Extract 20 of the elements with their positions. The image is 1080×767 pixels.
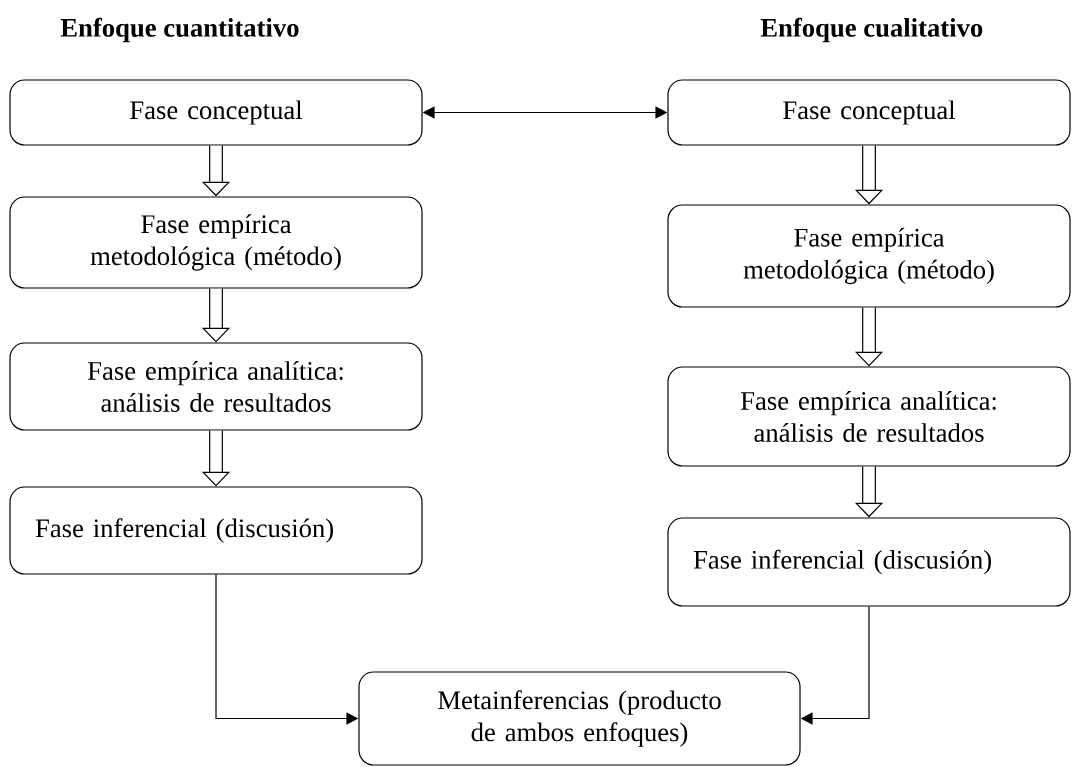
box-text: Fase inferencial (discusión) — [35, 518, 333, 543]
box-text: Fase empírica analítica: análisis de resultados — [740, 391, 996, 442]
process-box — [667, 366, 1071, 467]
column-heading: Enfoque cualitativo — [760, 17, 983, 43]
box-text: Fase empírica metodológica (método) — [90, 214, 341, 271]
box-text: Fase empírica metodológica (método) — [743, 227, 994, 285]
column-heading: Enfoque cuantitativo — [60, 17, 299, 43]
box-text: Metainferencias (producto de ambos enfoques) — [438, 690, 721, 747]
process-box — [667, 517, 1071, 607]
box-text: Fase empírica analítica: análisis de resultados — [87, 361, 343, 412]
box-text: Fase inferencial (discusión) — [693, 549, 991, 575]
process-box — [358, 671, 801, 766]
process-box — [9, 342, 423, 431]
box-text: Fase conceptual — [783, 100, 956, 125]
process-box — [9, 486, 423, 575]
process-box — [667, 204, 1071, 308]
box-text: Fase conceptual — [130, 100, 303, 125]
process-box — [667, 79, 1071, 146]
process-box — [9, 196, 423, 289]
process-box — [9, 79, 423, 146]
